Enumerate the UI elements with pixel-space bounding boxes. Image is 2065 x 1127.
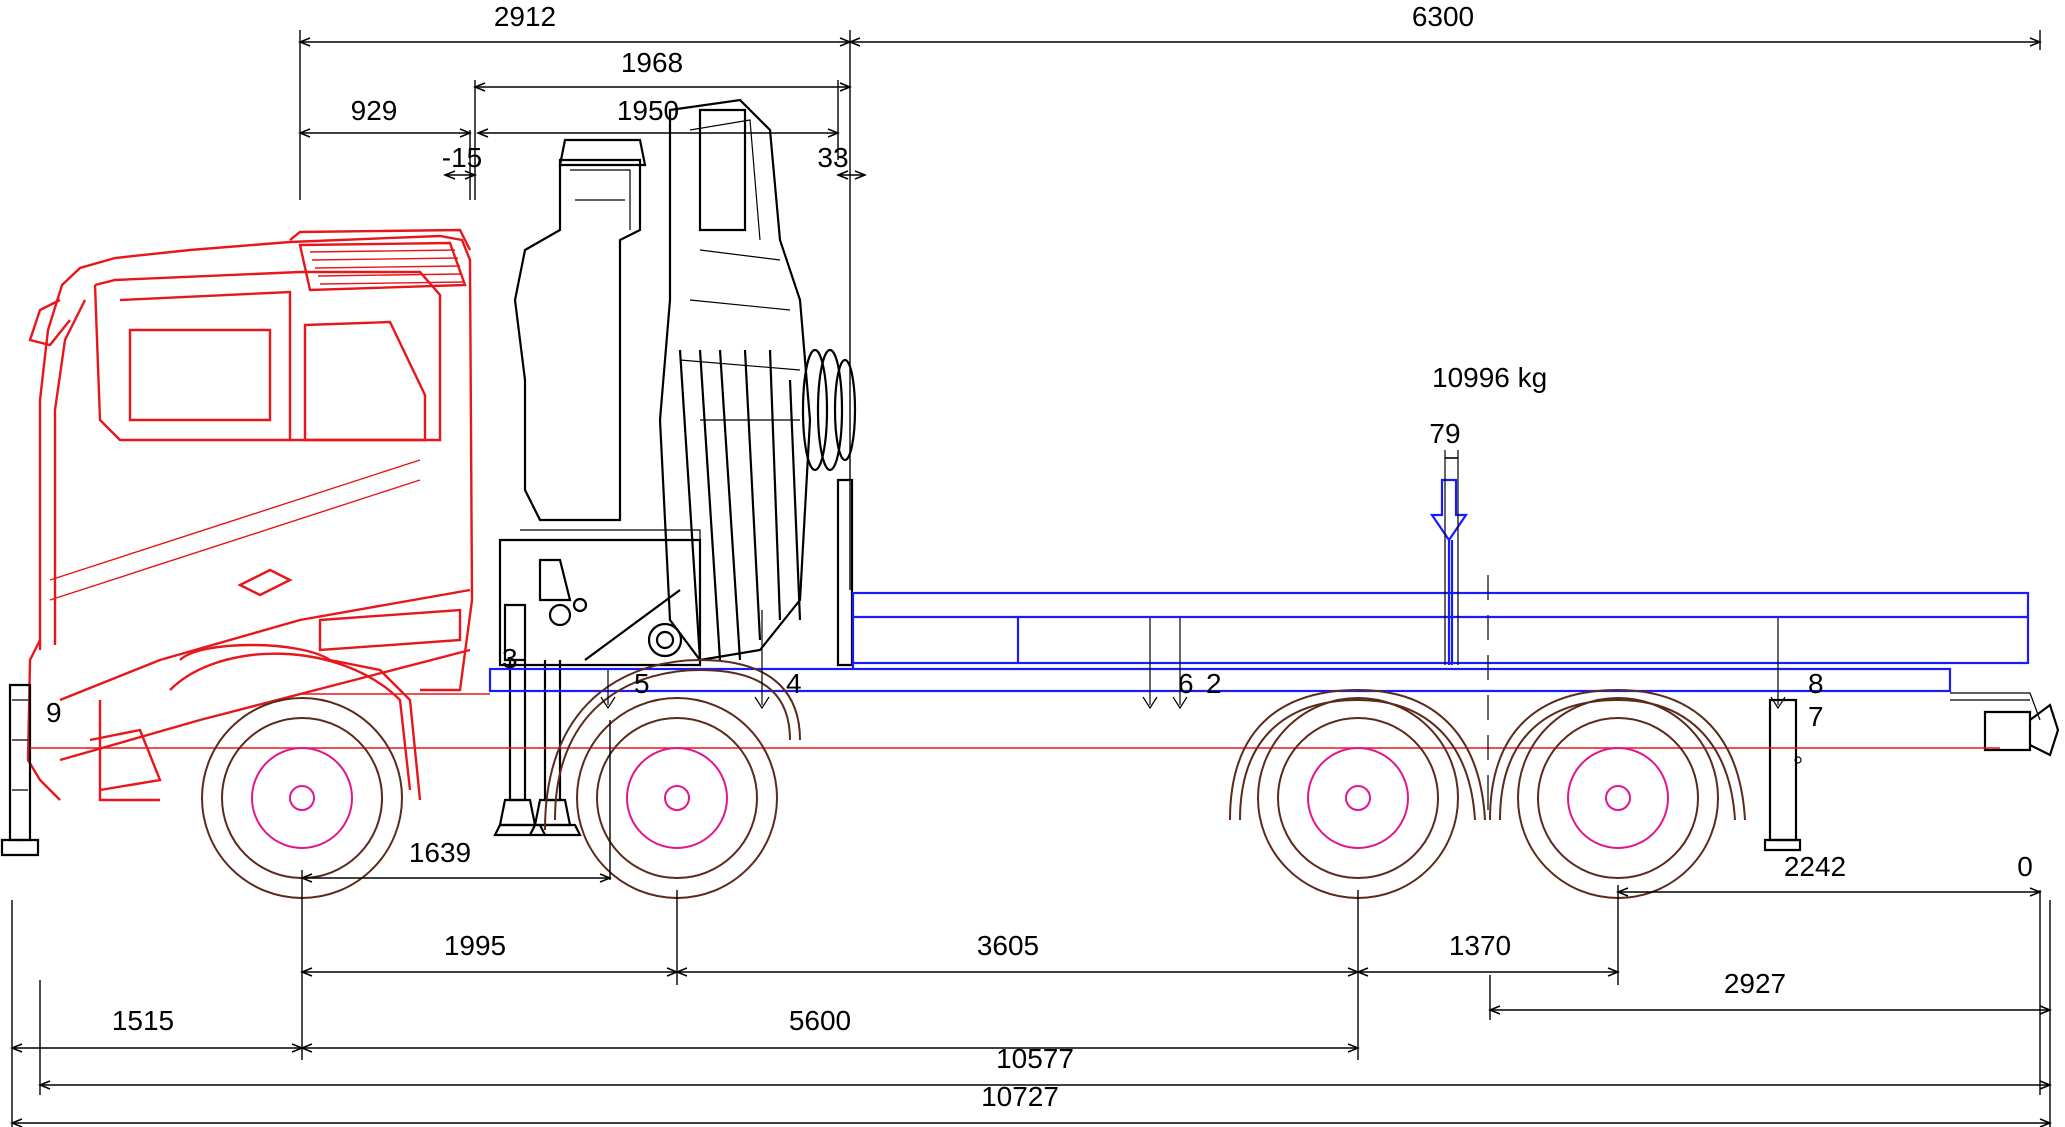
truck-cab: [26, 228, 474, 802]
rear-hitch: [1763, 692, 2060, 852]
dim-crane-column: 1950: [617, 95, 679, 126]
dim-wheelbase: 5600: [789, 1005, 851, 1036]
dim-crane-base-width: 1968: [621, 47, 683, 78]
load-label: 10996 kg: [1432, 362, 1547, 393]
wheel-axle-3: [1229, 688, 1486, 899]
dim-rear-overhang: 2927: [1724, 968, 1786, 999]
dim-axle2-axle3: 3605: [977, 930, 1039, 961]
dim-offset-front: -15: [442, 142, 482, 173]
marker-2: 2: [1206, 668, 1222, 699]
dim-offset-rear: 33: [817, 142, 848, 173]
front-bumper-stabilizer: [0, 683, 40, 857]
position-markers: 3 5 4 6 2 8 7 9: [46, 643, 1824, 732]
marker-7: 7: [1808, 701, 1824, 732]
load-arrow: [1429, 450, 1489, 810]
top-dimensions: 2912 6300 1968 929 1950 -15 33 10996 kg …: [300, 1, 2040, 590]
marker-5: 5: [634, 668, 650, 699]
dim-platform-length: 6300: [1412, 1, 1474, 32]
wheel-axle-4: [1489, 688, 1746, 899]
dim-stabilizer-to-axle: 1639: [409, 837, 471, 868]
crane: [493, 98, 857, 837]
crane-drum: [801, 348, 857, 472]
dim-end-zero: 0: [2017, 851, 2033, 882]
marker-3: 3: [502, 643, 518, 674]
marker-9: 9: [46, 697, 62, 728]
dim-overall-length: 10727: [981, 1081, 1059, 1112]
bottom-dimensions: 1639 2242 0 1995 3605 1370 2927 1515 560…: [12, 720, 2050, 1127]
cab-roof-vent: [298, 241, 467, 292]
marker-8: 8: [1808, 668, 1824, 699]
dim-crane-overall: 2912: [494, 1, 556, 32]
marker-6: 6: [1178, 668, 1194, 699]
marker-arrows: [600, 610, 1786, 710]
dim-front-overhang: 1515: [112, 1005, 174, 1036]
dim-cab-to-crane: 929: [351, 95, 398, 126]
wheel-axle-1: [201, 697, 403, 899]
dim-length-to-rear: 10577: [996, 1043, 1074, 1074]
dim-load-offset: 79: [1429, 418, 1460, 449]
platform: [488, 591, 2030, 693]
dim-rear-axle-to-end: 2242: [1784, 851, 1846, 882]
dim-axle1-axle2: 1995: [444, 930, 506, 961]
marker-4: 4: [786, 668, 802, 699]
dim-axle3-axle4: 1370: [1449, 930, 1511, 961]
